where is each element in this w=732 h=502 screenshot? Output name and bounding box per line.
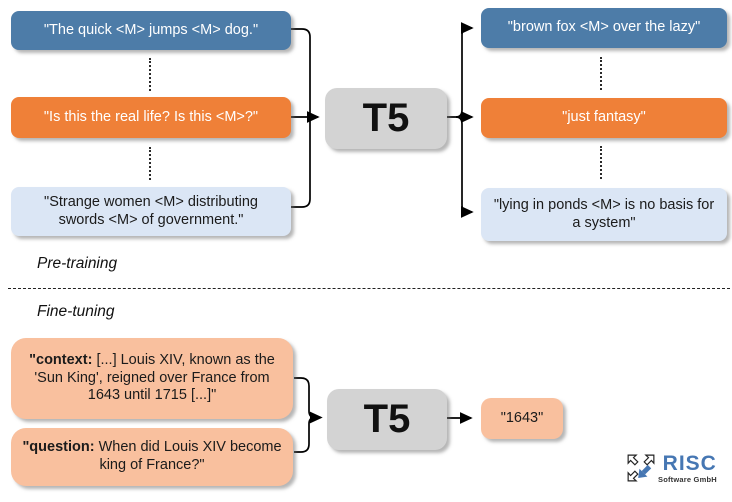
pretrain-output-text-2: "just fantasy" — [562, 109, 646, 126]
context-prefix: "context: — [29, 351, 93, 368]
question-rest: When did Louis XIV become king of France… — [94, 439, 282, 473]
question-prefix: "question: — [22, 439, 95, 456]
context-rest: [...] Louis XIV, known as the 'Sun King'… — [34, 351, 275, 404]
risc-logo-subtitle: Software GmbH — [658, 475, 717, 484]
pretrain-input-text-2: "Is this the real life? Is this <M>?" — [43, 108, 259, 125]
finetune-context-line — [294, 377, 316, 419]
pretrain-output-box-2: "just fantasy" — [481, 98, 727, 138]
pretrain-output-text-3: "lying in ponds <M> is no basis for a sy… — [493, 196, 715, 231]
pretrain-input-text-1: "The quick <M> jumps <M> dog." — [43, 21, 259, 38]
ellipsis-dots — [600, 57, 602, 90]
ellipsis-dots — [149, 147, 151, 180]
finetune-answer-box: "1643" — [481, 398, 563, 439]
finetune-question-text: "question: When did Louis XIV become kin… — [20, 439, 284, 474]
risc-logo-title: RISC — [662, 452, 717, 475]
pretrain-input-text-3: "Strange women <M> distributing swords <… — [44, 193, 258, 228]
finetune-answer-text: "1643" — [500, 409, 544, 426]
pretraining-label: Pre-training — [37, 255, 118, 272]
pretrain-input3-line — [291, 117, 311, 208]
section-divider — [8, 288, 730, 289]
pretrain-input-box-2: "Is this the real life? Is this <M>?" — [11, 97, 291, 138]
pretrain-input-box-3: "Strange women <M> distributing swords <… — [11, 187, 291, 236]
finetune-question-box: "question: When did Louis XIV become kin… — [11, 428, 293, 486]
t5-label: T5 — [363, 397, 411, 441]
pretrain-output-text-1: "brown fox <M> over the lazy" — [507, 19, 701, 36]
finetuning-label: Fine-tuning — [37, 303, 115, 320]
pretrain-output1-arrow — [455, 22, 474, 118]
finetune-context-text: "context: [...] Louis XIV, known as the … — [20, 352, 284, 405]
t5-label: T5 — [362, 96, 410, 140]
ellipsis-dots — [600, 146, 602, 179]
finetune-context-box: "context: [...] Louis XIV, known as the … — [11, 338, 293, 419]
t5-model-box-pretraining: T5 — [325, 88, 447, 149]
risc-logo-icon — [627, 454, 655, 482]
pretrain-input1-line — [291, 28, 311, 117]
pretrain-output-box-1: "brown fox <M> over the lazy" — [481, 8, 727, 48]
pretrain-input-box-1: "The quick <M> jumps <M> dog." — [11, 11, 291, 50]
pretrain-output-box-3: "lying in ponds <M> is no basis for a sy… — [481, 188, 727, 241]
t5-model-box-finetuning: T5 — [327, 389, 447, 450]
risc-logo: RISC Software GmbH — [626, 453, 717, 484]
risc-logo-text: RISC Software GmbH — [658, 453, 717, 484]
ellipsis-dots — [149, 58, 151, 91]
pretrain-output3-arrow — [455, 116, 474, 218]
finetune-question-line — [294, 416, 316, 453]
